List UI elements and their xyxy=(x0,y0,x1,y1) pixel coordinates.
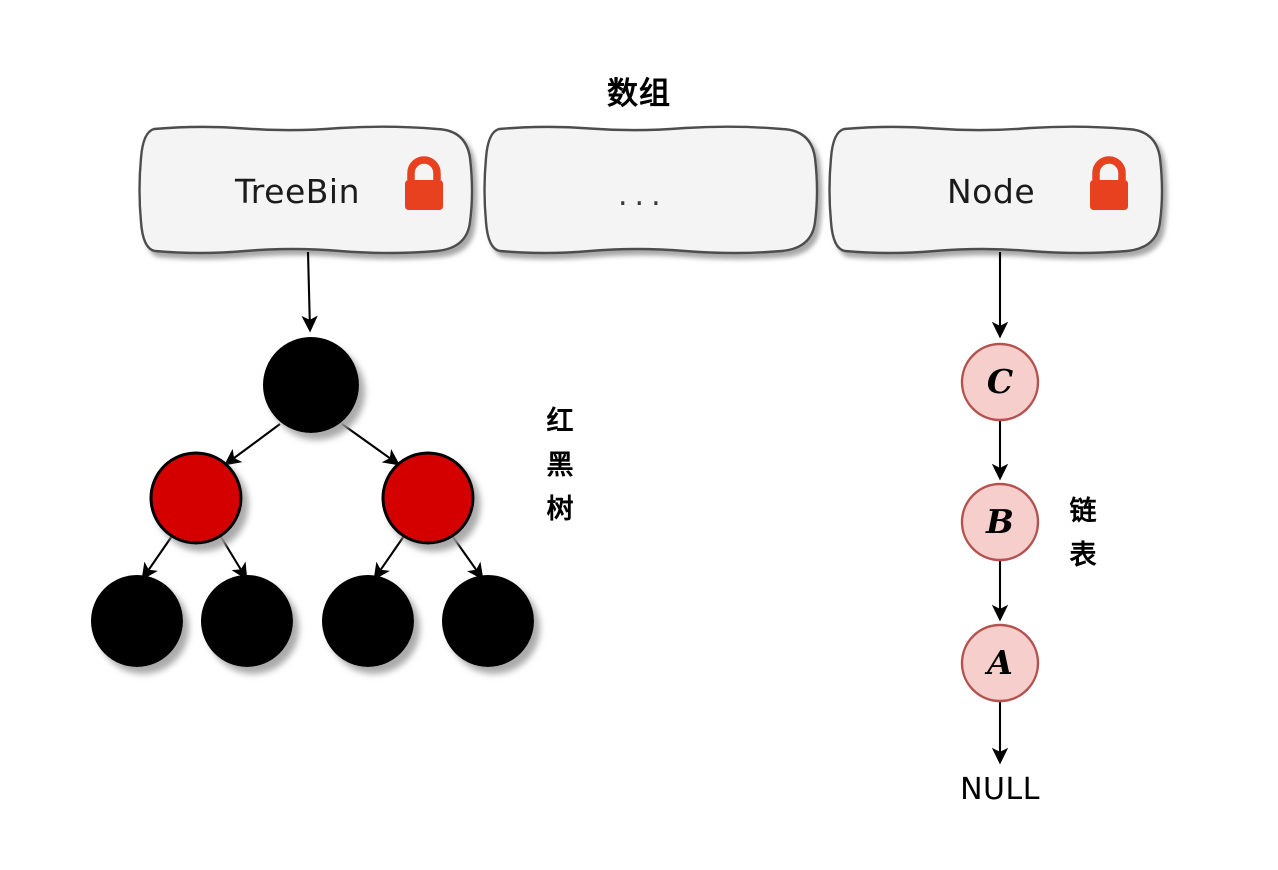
list-node-c[interactable] xyxy=(960,342,1040,422)
list-node-a[interactable] xyxy=(960,623,1040,703)
tree-node-leaf-2[interactable] xyxy=(201,575,293,667)
list-node-label-c: C xyxy=(986,362,1014,401)
tree-node-leaf-1[interactable] xyxy=(91,575,183,667)
lock-icon xyxy=(405,156,443,210)
arrow-treebin-to-root xyxy=(301,251,318,333)
label-linked-list: 链表 xyxy=(1069,496,1097,571)
lock-icon xyxy=(1090,156,1128,210)
tree-node-root-black[interactable] xyxy=(263,337,359,433)
slot-box-shape xyxy=(483,125,819,255)
tree-edge-right-leaf3 xyxy=(373,535,405,581)
list-node-label-b: B xyxy=(986,502,1014,541)
tree-edge-right-leaf4 xyxy=(452,536,484,581)
array-slot-label-treebin: TreeBin xyxy=(235,172,360,211)
array-slot-label-ellipsis: ... xyxy=(618,178,668,213)
list-terminator-null: NULL xyxy=(960,772,1040,807)
array-slot-label-node: Node xyxy=(947,172,1036,211)
array-slot-node[interactable] xyxy=(828,125,1164,255)
label-red-black-tree: 红黑树 xyxy=(546,406,574,525)
page-title: 数组 xyxy=(607,76,671,112)
tree-edge-root-right xyxy=(341,423,401,466)
tree-node-leaf-4[interactable] xyxy=(442,575,534,667)
tree-edge-left-leaf1 xyxy=(141,535,173,581)
slot-box-shape xyxy=(828,125,1164,255)
tree-node-leaf-3[interactable] xyxy=(322,575,414,667)
tree-edge-left-leaf2 xyxy=(220,536,248,581)
array-slot-ellipsis[interactable] xyxy=(483,125,819,255)
tree-node-red-left[interactable] xyxy=(149,451,243,545)
tree-node-red-right[interactable] xyxy=(381,451,475,545)
list-node-label-a: A xyxy=(987,643,1013,682)
array-slot-treebin[interactable] xyxy=(138,125,474,255)
list-node-b[interactable] xyxy=(960,482,1040,562)
tree-edge-root-left xyxy=(223,423,281,466)
slot-box-shape xyxy=(138,125,474,255)
